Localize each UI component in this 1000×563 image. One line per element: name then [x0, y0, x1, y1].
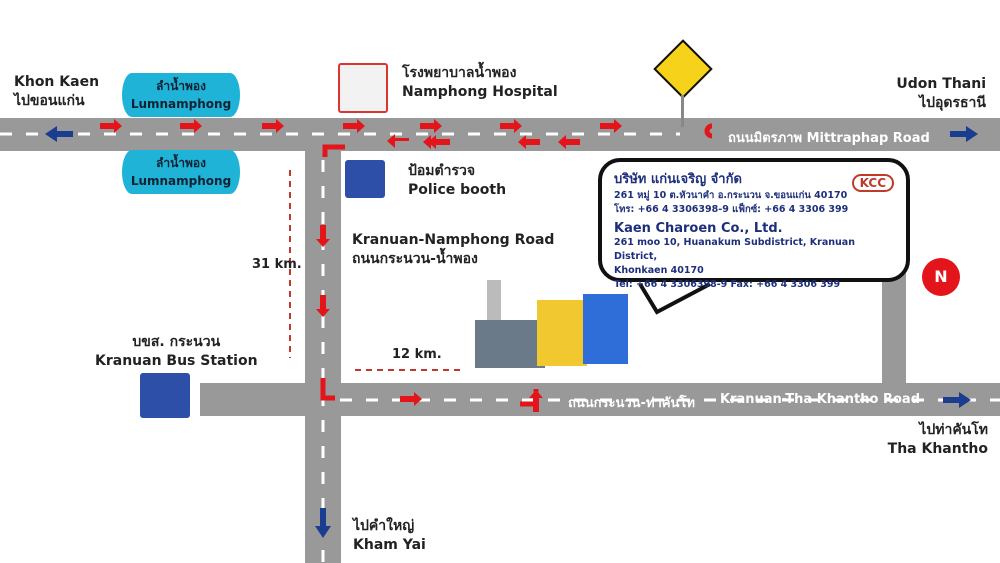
company-address-en-1: 261 moo 10, Huanakum Subdistrict, Kranua…: [614, 237, 855, 262]
side-road: [882, 270, 906, 384]
callout-pointer: [638, 282, 711, 315]
turn-arrows: [320, 123, 713, 407]
police-booth-icon: [345, 160, 385, 198]
company-tel-th: โทร: +66 4 3306398-9 แฟ็กซ์: +66 4 3306 …: [614, 204, 849, 215]
bus-station-icon: [140, 373, 190, 418]
company-address-th: 261 หมู่ 10 ต.หัวนาคำ อ.กระนวน จ.ขอนแก่น…: [614, 190, 848, 201]
distance-12km: 12 km.: [392, 347, 442, 362]
mittraphap-road-label: ถนนมิตรภาพ Mittraphap Road: [728, 131, 930, 146]
direction-arrows: [45, 126, 978, 538]
route-arrows: [100, 119, 622, 412]
hospital-icon: [338, 63, 388, 113]
company-info-callout: KCC บริษัท แก่นเจริญ จำกัด 261 หมู่ 10 ต…: [598, 158, 910, 290]
distance-markers: [289, 170, 462, 371]
factory-icon: [475, 280, 630, 370]
kcc-logo: KCC: [851, 174, 894, 192]
kham-yai-label: ไปคำใหญ่Kham Yai: [353, 518, 426, 553]
north-compass-icon: N: [922, 258, 960, 296]
company-name-th: บริษัท แก่นเจริญ จำกัด: [614, 172, 742, 187]
distance-31km: 31 km.: [252, 257, 302, 272]
company-tel-en: Tel: +66 4 3306398-9 Fax: +66 4 3306 399: [614, 279, 841, 290]
tha-khantho-road-label-en: Kranuan-Tha Khantho Road: [720, 392, 921, 407]
company-name-en: Kaen Charoen Co., Ltd.: [614, 221, 783, 236]
tha-khantho-road-label-th: ถนนกระนวน-ท่าคันโท: [568, 396, 695, 411]
company-address-en-2: Khonkaen 40170: [614, 265, 704, 276]
lane-markings: [0, 132, 1000, 563]
sign-pole: [681, 95, 684, 127]
